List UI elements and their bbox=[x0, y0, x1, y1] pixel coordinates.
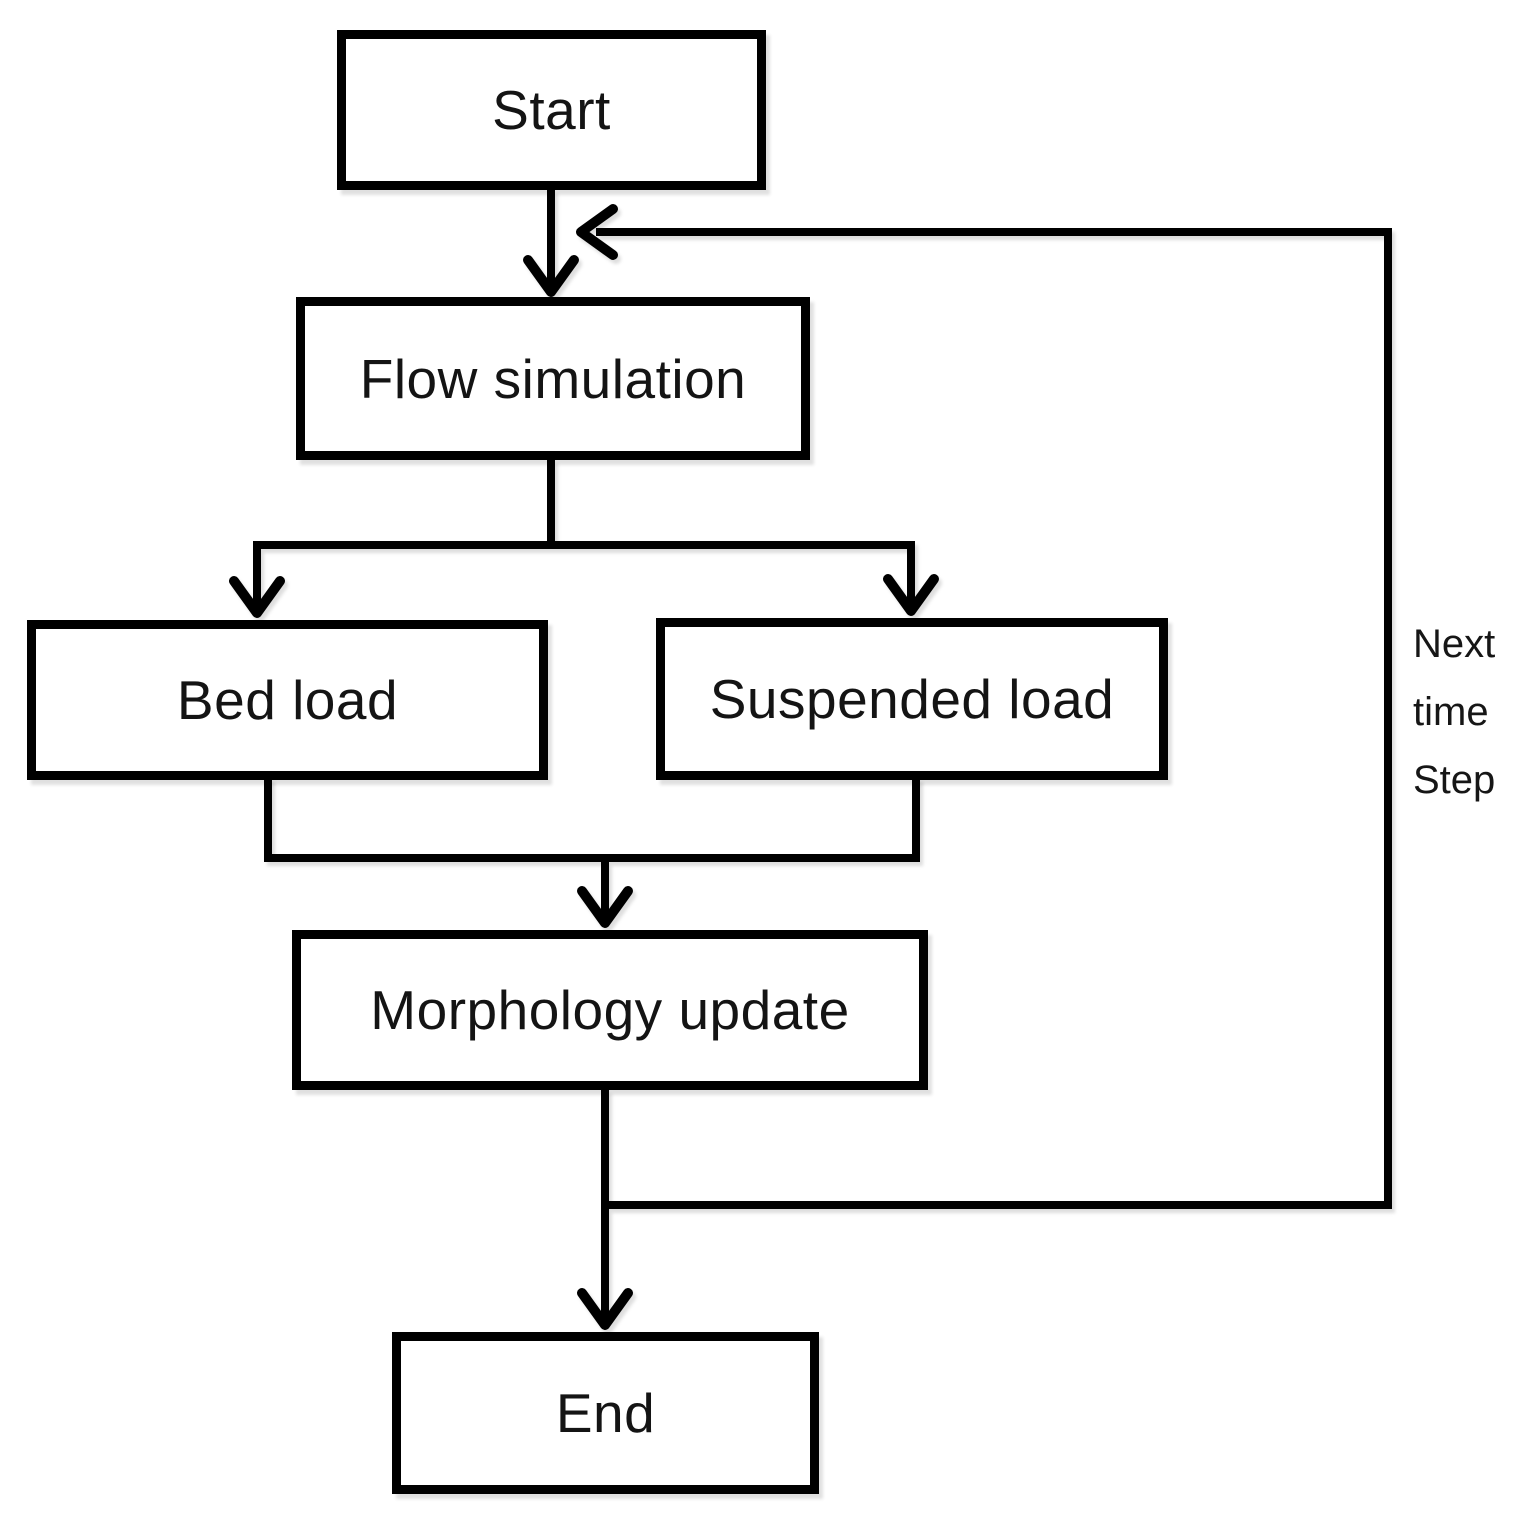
node-start: Start bbox=[337, 30, 766, 190]
node-morphology-update-label: Morphology update bbox=[370, 979, 850, 1041]
node-bed-load-label: Bed load bbox=[176, 669, 399, 731]
arrowhead-into-flow-simulation bbox=[523, 255, 579, 297]
node-start-label: Start bbox=[492, 79, 611, 141]
node-end-label: End bbox=[555, 1382, 656, 1444]
node-bed-load: Bed load bbox=[27, 620, 548, 780]
arrowhead-into-morphology-update bbox=[577, 886, 633, 928]
edge-label-line-1: Next bbox=[1413, 622, 1496, 666]
node-suspended-load: Suspended load bbox=[656, 618, 1168, 780]
node-morphology-update: Morphology update bbox=[292, 930, 928, 1090]
edge-next-time-step-loop bbox=[596, 228, 1392, 1209]
arrowhead-into-end bbox=[577, 1288, 633, 1330]
arrowhead-next-time-step bbox=[576, 204, 618, 260]
node-flow-simulation-label: Flow simulation bbox=[359, 347, 747, 410]
edge-label-line-3: Step bbox=[1413, 758, 1496, 802]
node-flow-simulation: Flow simulation bbox=[296, 297, 810, 460]
edge-label-line-2: time bbox=[1413, 690, 1489, 734]
node-suspended-load-label: Suspended load bbox=[709, 668, 1115, 730]
edge-label-next-time-step: Next time Step bbox=[1413, 610, 1495, 814]
arrowhead-into-bed-load bbox=[229, 576, 285, 618]
arrowhead-into-suspended-load bbox=[883, 574, 939, 616]
node-end: End bbox=[392, 1332, 819, 1494]
